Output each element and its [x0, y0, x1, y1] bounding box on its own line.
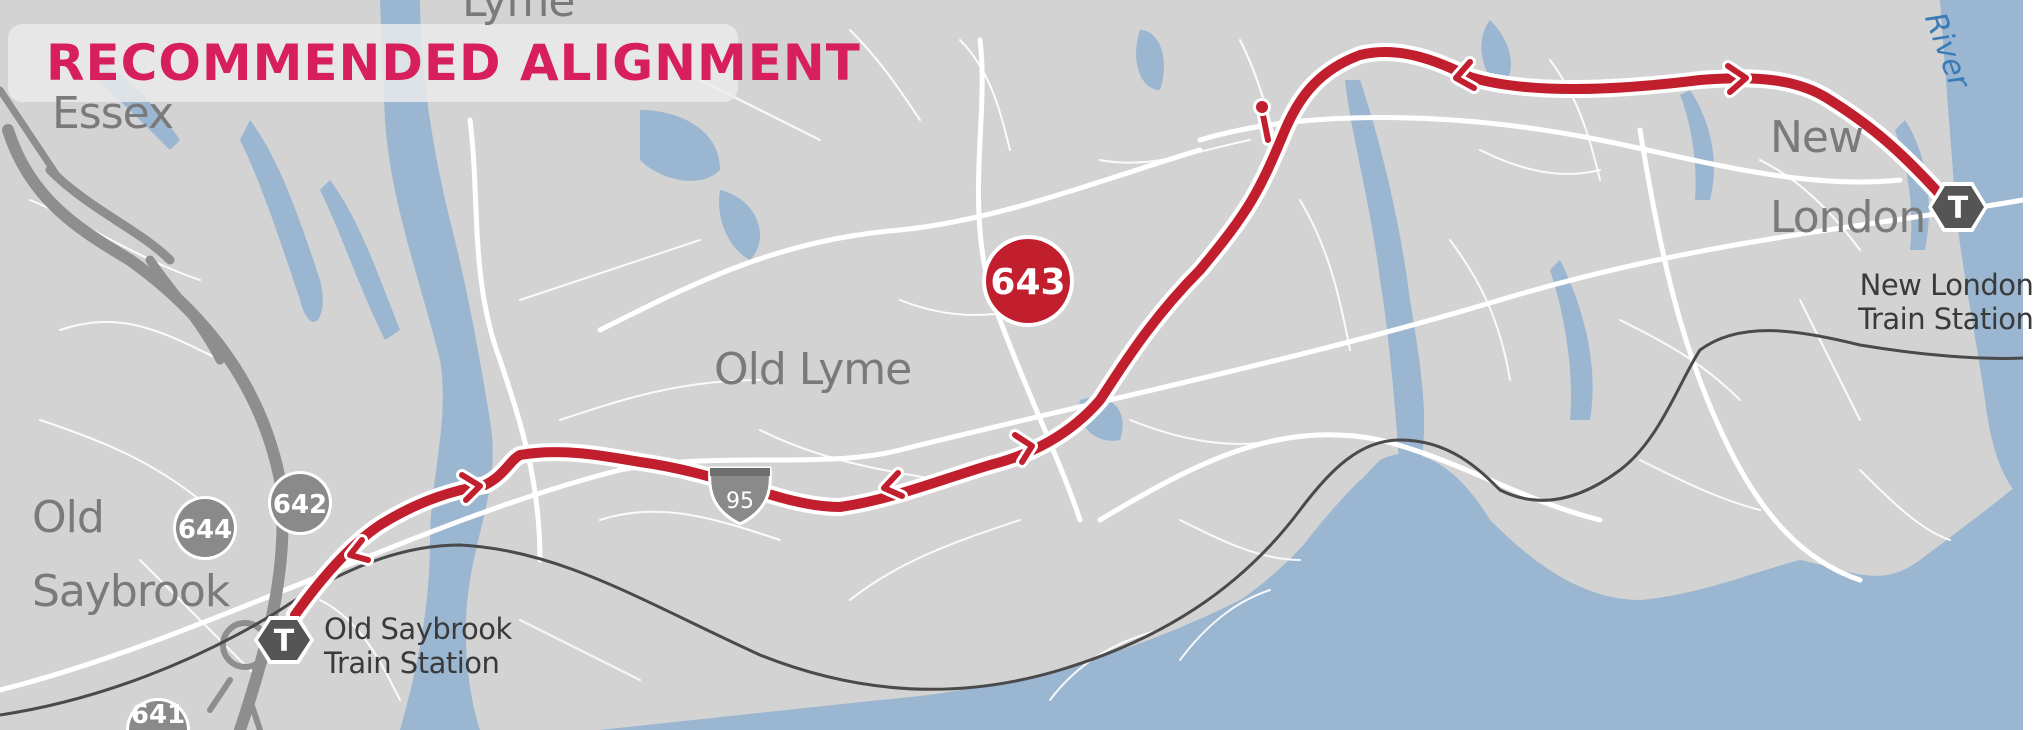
- interstate-number: 95: [726, 489, 754, 514]
- map-title: RECOMMENDED ALIGNMENT: [46, 34, 861, 92]
- title-panel: [8, 24, 738, 102]
- highway-rt9: [0, 86, 303, 730]
- town-label-old: Old: [32, 492, 105, 543]
- exit-642-badge: 642: [268, 471, 332, 535]
- station-name-line: Old Saybrook: [324, 612, 512, 646]
- exit-641-badge: 641: [126, 698, 190, 730]
- arrow-icon: [1453, 59, 1477, 91]
- town-label-london: London: [1770, 192, 1926, 243]
- exit-641-label: 641: [131, 700, 185, 730]
- town-label-lyme: Lyme: [462, 0, 575, 27]
- town-label-essex: Essex: [52, 88, 174, 139]
- station-symbol: T: [1948, 191, 1969, 226]
- station-label-old-saybrook: Old Saybrook Train Station: [324, 612, 512, 680]
- town-label-old-lyme: Old Lyme: [714, 344, 912, 395]
- arrow-icon: [1012, 432, 1035, 465]
- arrow-icon: [347, 537, 371, 563]
- exit-644-badge: 644: [173, 496, 237, 560]
- arrow-icon: [459, 472, 483, 503]
- station-symbol: T: [274, 624, 295, 659]
- old-saybrook-station-marker-icon: T: [254, 616, 314, 664]
- new-london-station-marker-icon: T: [1928, 182, 1988, 232]
- town-label-saybrook: Saybrook: [32, 566, 230, 617]
- exit-643-label: 643: [990, 262, 1065, 303]
- water-bodies: [90, 0, 2023, 730]
- station-name-line: New London: [1859, 268, 2033, 302]
- arrow-icon: [1725, 63, 1749, 95]
- exit-643-badge: 643: [982, 235, 1074, 327]
- station-name-line: Train Station: [1858, 302, 2033, 336]
- route-direction-arrows: [344, 56, 1752, 566]
- road-network: [0, 29, 2026, 701]
- interstate-95-shield-icon: 95: [708, 466, 772, 526]
- town-label-new: New: [1770, 112, 1864, 163]
- exit-642-label: 642: [273, 490, 327, 520]
- recommended-route: [286, 43, 1954, 624]
- arrow-icon: [881, 470, 905, 499]
- railroad-line: [0, 329, 2024, 717]
- exit-644-label: 644: [178, 515, 232, 545]
- station-name-line: Train Station: [324, 646, 500, 680]
- station-label-new-london: New London Train Station: [1858, 268, 2033, 336]
